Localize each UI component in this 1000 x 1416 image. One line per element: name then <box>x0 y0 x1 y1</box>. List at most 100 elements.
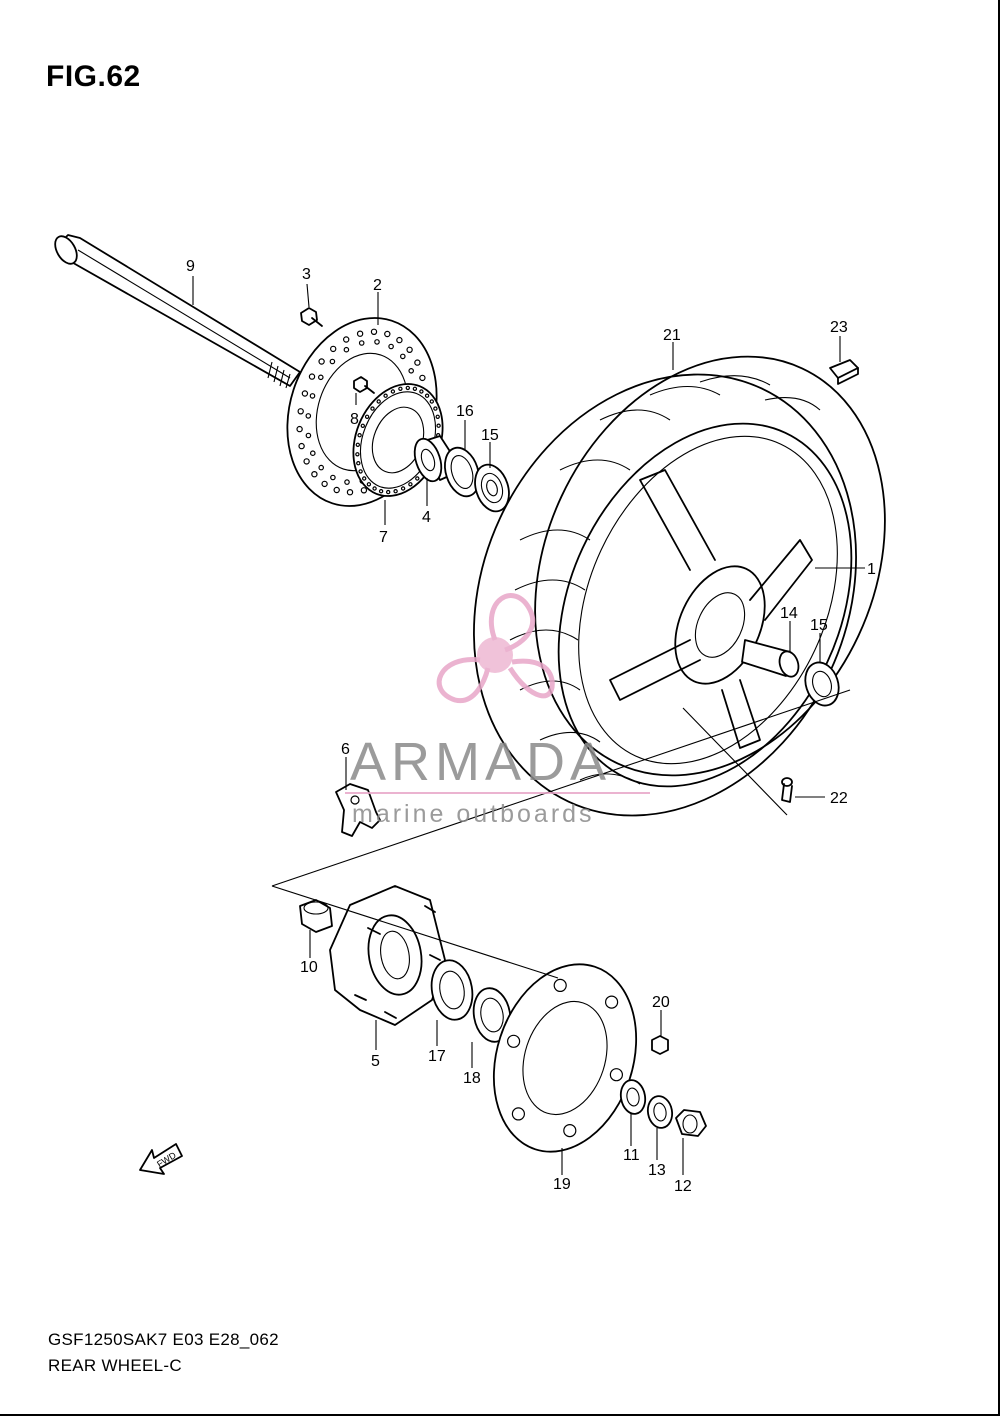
watermark: ARMADA marine outboards <box>345 593 650 828</box>
callout-15-right: 15 <box>810 617 828 634</box>
disc-vent-hole <box>343 346 350 353</box>
sprocket-lightening-hole <box>563 1123 577 1138</box>
fwd-arrow: FWD <box>139 1143 183 1175</box>
disc-vent-hole <box>384 330 391 338</box>
balance-weight-part-23 <box>829 359 859 385</box>
bearing-part-17 <box>430 959 474 1021</box>
disc-vent-hole <box>308 373 316 380</box>
bearing-part-15-left <box>474 463 510 513</box>
rotor-tooth <box>424 393 430 398</box>
rotor-tooth <box>412 386 418 391</box>
callout-16: 16 <box>456 403 474 420</box>
sprocket-lightening-hole <box>553 978 567 993</box>
callout-22: 22 <box>830 790 848 807</box>
sprocket-lightening-hole <box>609 1068 624 1082</box>
axle-nut-part-12 <box>675 1109 707 1137</box>
caliper-bracket-part-6 <box>335 783 381 837</box>
callout-9: 9 <box>186 258 195 275</box>
rear-sprocket-part-19 <box>492 963 638 1153</box>
disc-vent-hole <box>309 450 316 457</box>
callout-5: 5 <box>371 1053 380 1070</box>
disc-vent-hole <box>344 479 350 485</box>
callout-20: 20 <box>652 994 670 1011</box>
disc-vent-hole <box>311 471 318 478</box>
spacer-part-14 <box>741 639 800 678</box>
disc-vent-hole <box>374 339 380 345</box>
rotor-tooth <box>372 486 377 491</box>
damper-part-10 <box>299 899 333 933</box>
rotor-tooth <box>355 442 360 447</box>
rotor-tooth <box>378 489 384 494</box>
disc-vent-hole <box>305 413 312 419</box>
rotor-tooth <box>386 489 391 495</box>
nut-part-20 <box>651 1035 669 1055</box>
disc-vent-hole <box>419 374 426 382</box>
disc-bolt-part-3 <box>300 307 323 327</box>
disc-vent-hole <box>358 340 365 346</box>
watermark-tagline: marine outboards <box>352 800 595 828</box>
disc-vent-hole <box>305 432 312 439</box>
callout-1: 1 <box>867 561 876 578</box>
rotor-tooth <box>398 386 403 391</box>
sprocket-lightening-hole <box>511 1107 526 1121</box>
disc-vent-hole <box>346 489 354 496</box>
disc-vent-hole <box>360 487 368 494</box>
figure-title: FIG.62 <box>46 60 141 93</box>
disc-vent-hole <box>296 425 303 433</box>
bolt-part-8 <box>353 376 375 394</box>
rotor-tooth <box>405 385 410 391</box>
oil-seal-part-18 <box>472 987 512 1043</box>
disc-vent-hole <box>317 374 324 381</box>
rotor-tooth <box>419 389 424 394</box>
sprocket-lightening-hole <box>506 1034 521 1048</box>
callout-19: 19 <box>553 1176 571 1193</box>
callout-17: 17 <box>428 1048 446 1065</box>
bearing-part-15-right <box>804 661 840 707</box>
rotor-tooth <box>355 452 360 457</box>
disc-vent-hole <box>370 328 378 335</box>
disc-vent-hole <box>408 367 415 374</box>
disc-vent-hole <box>329 358 336 365</box>
callout-13: 13 <box>648 1162 666 1179</box>
rotor-tooth <box>366 482 372 487</box>
disc-vent-hole <box>298 442 305 450</box>
rotor-tooth <box>408 482 413 487</box>
disc-vent-hole <box>396 336 403 344</box>
rotor-tooth <box>362 476 367 481</box>
oil-seal-part-16 <box>444 446 480 498</box>
rotor-tooth <box>415 476 420 481</box>
callout-15-left: 15 <box>481 427 499 444</box>
propeller-logo <box>436 593 555 704</box>
model-code: GSF1250SAK7 E03 E28_062 <box>48 1330 279 1349</box>
sprocket-lightening-hole <box>604 995 619 1009</box>
axle-part-9 <box>54 234 301 389</box>
rotor-tooth <box>356 461 361 466</box>
rotor-tooth <box>364 414 370 419</box>
callout-14: 14 <box>780 605 798 622</box>
rotor-tooth <box>433 406 438 411</box>
rotor-tooth <box>393 489 398 494</box>
spacer-part-11 <box>619 1079 647 1115</box>
disc-vent-hole <box>297 408 304 415</box>
rotor-tooth <box>400 486 406 491</box>
disc-vent-hole <box>303 458 310 465</box>
callout-11: 11 <box>623 1147 640 1164</box>
callout-numbers: 9 3 2 8 7 4 16 15 21 23 1 14 15 22 6 10 … <box>186 258 876 1195</box>
disc-vent-hole <box>406 346 413 353</box>
disc-vent-hole <box>399 353 406 360</box>
callout-18: 18 <box>463 1070 481 1087</box>
disc-vent-hole <box>333 486 340 494</box>
rotor-tooth <box>390 389 396 394</box>
disc-vent-hole <box>343 336 350 343</box>
disc-vent-hole <box>318 464 325 471</box>
disc-vent-hole <box>414 359 421 366</box>
watermark-brand: ARMADA <box>350 732 611 792</box>
disc-vent-hole <box>301 390 309 397</box>
callout-4: 4 <box>422 509 431 526</box>
disc-vent-hole <box>330 474 336 481</box>
callout-2: 2 <box>373 277 382 294</box>
rotor-tooth <box>383 393 388 398</box>
disc-vent-hole <box>356 330 364 337</box>
